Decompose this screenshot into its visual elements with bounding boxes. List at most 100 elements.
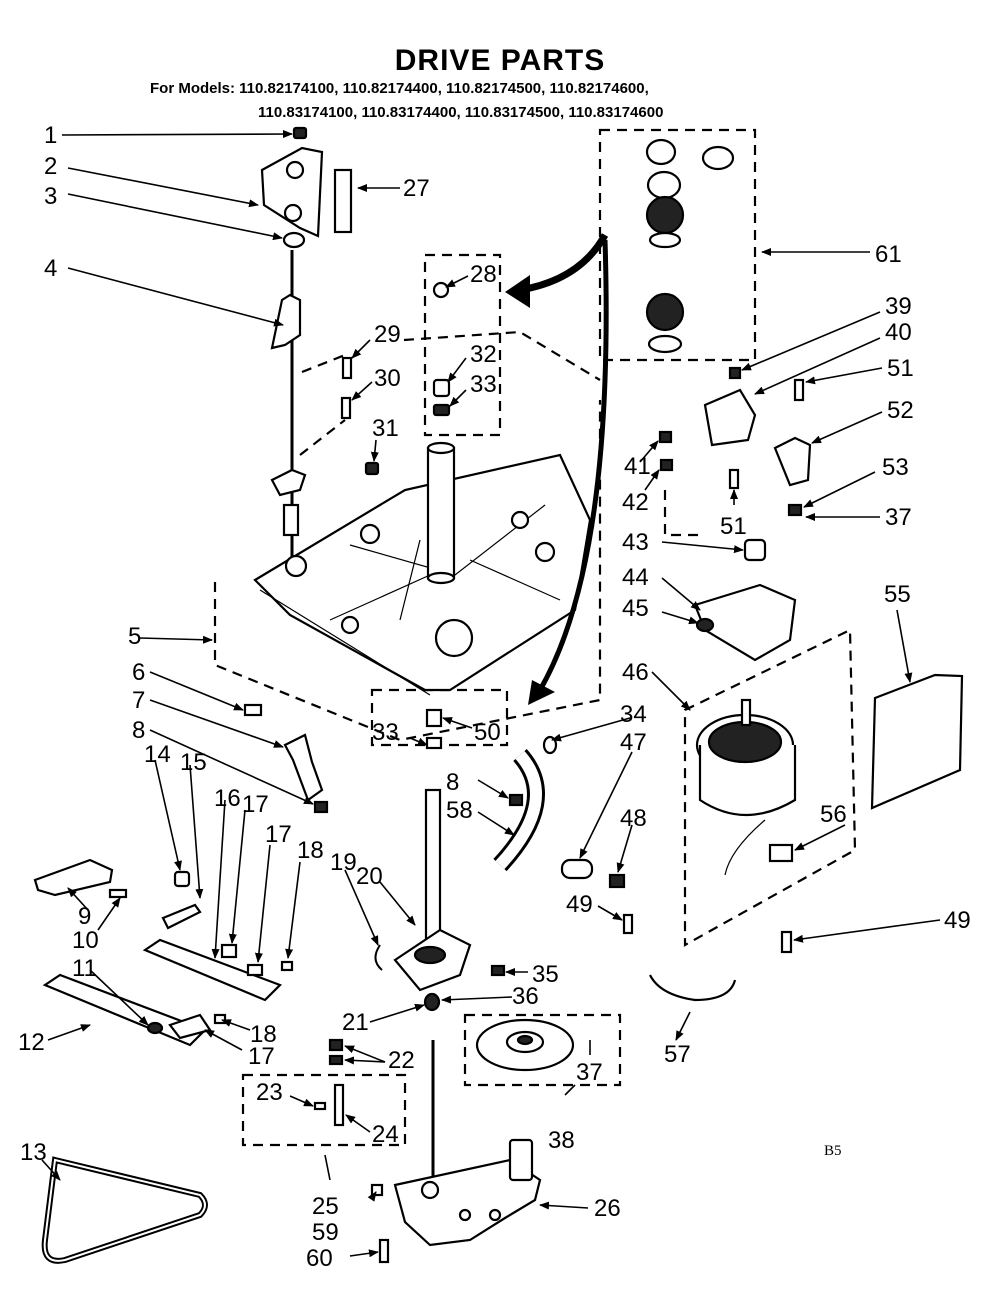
callout-36: 36 [512,983,539,1010]
part-55-cover [870,673,964,810]
callout-9: 9 [78,903,91,930]
callout-48: 48 [620,805,647,832]
callout-4: 4 [44,255,57,282]
callout-17b: 17 [265,821,292,848]
model-list-line-1: For Models: 110.82174100, 110.82174400, … [150,80,649,97]
part-59-60-fasteners [370,1183,390,1264]
part-49-screws [622,913,793,954]
callout-50: 50 [474,719,501,746]
callout-25: 25 [312,1193,339,1220]
part-46-motor [695,698,797,876]
callout-15: 15 [180,749,207,776]
part-43-44-45-mount [693,538,797,662]
part-26-gearcase [393,1138,542,1247]
part-16-18-shift-plate [142,938,294,1002]
callout-51a: 51 [887,355,914,382]
part-14-15-levers [161,870,202,930]
part-61-seal-kit [645,138,735,354]
callout-5: 5 [128,623,141,650]
callout-11: 11 [72,955,97,982]
callout-30: 30 [374,365,401,392]
callout-14: 14 [144,741,171,768]
diagram-title: DRIVE PARTS [394,44,606,77]
callout-17a: 17 [242,791,269,818]
callout-labels: 1 2 3 4 27 28 29 30 31 32 33 61 39 40 51… [18,122,971,1272]
callout-52: 52 [887,397,914,424]
callout-49b: 49 [944,907,971,934]
part-13-drive-belt [41,1156,208,1264]
part-20-clutch [393,928,472,992]
callout-26: 26 [594,1195,621,1222]
part-1-nut [292,126,308,140]
callout-45: 45 [622,595,649,622]
part-38-pulley [475,1018,575,1072]
callout-7: 7 [132,687,145,714]
callout-41: 41 [624,453,651,480]
part-22-23-24-pin [313,1038,345,1127]
callout-49a: 49 [566,891,593,918]
callout-32: 32 [470,341,497,368]
part-47-48-capacitor [560,858,626,889]
part-4-shift-rod [270,250,307,565]
part-50-33-coupling [425,708,443,750]
callout-29: 29 [374,321,401,348]
callout-35: 35 [532,961,559,988]
drive-shaft [424,788,442,1190]
callout-31: 31 [372,415,399,442]
callout-24: 24 [372,1121,399,1148]
callout-34: 34 [620,701,647,728]
part-51-52-53-clip [728,378,812,517]
part-35-36-21-washers [423,964,506,1012]
part-29-30-screws [340,356,353,420]
callout-33a: 33 [470,371,497,398]
callout-59: 59 [312,1219,339,1246]
callout-40: 40 [885,319,912,346]
callout-18b: 18 [250,1021,277,1048]
callout-23: 23 [256,1079,283,1106]
leader-lines [41,130,941,1258]
assembly-arrows [505,233,609,705]
diagram-code: B5 [824,1143,842,1159]
callout-33b: 33 [372,719,399,746]
part-57-clamp [649,974,737,1002]
callout-6: 6 [132,659,145,686]
callout-19: 19 [330,849,357,876]
callout-20: 20 [356,863,383,890]
part-2-bracket [260,146,324,238]
part-39-40-bracket [703,366,757,447]
part-27-sleeve [333,168,353,234]
part-9-10-switch-block [33,858,128,899]
callout-39: 39 [885,293,912,320]
callout-38: 38 [548,1127,575,1154]
callout-27: 27 [403,175,430,202]
callout-28: 28 [470,261,497,288]
agitator-shaft [426,441,456,585]
callout-42: 42 [622,489,649,516]
part-19-spring [374,944,383,971]
model-list-line-2: 110.83174100, 110.83174400, 110.83174500… [258,104,664,121]
callout-51b: 51 [720,513,747,540]
part-41-42-nuts [658,430,674,472]
callout-2: 2 [44,153,57,180]
callout-8b: 8 [446,769,459,796]
callout-17c: 17 [248,1043,275,1070]
part-31-nut [364,461,380,476]
callout-37b: 37 [576,1059,603,1086]
callout-53: 53 [882,454,909,481]
callout-12: 12 [18,1029,45,1056]
callout-58: 58 [446,797,473,824]
callout-57: 57 [664,1041,691,1068]
callout-47: 47 [620,729,647,756]
part-3-washer [282,231,306,249]
callout-10: 10 [72,927,99,954]
callout-61: 61 [875,241,902,268]
callout-44: 44 [622,564,649,591]
callout-55: 55 [884,581,911,608]
callout-60: 60 [306,1245,333,1272]
part-56-switch [768,843,794,863]
callout-46: 46 [622,659,649,686]
part-5-base-plate [253,453,592,696]
callout-37a: 37 [885,504,912,531]
